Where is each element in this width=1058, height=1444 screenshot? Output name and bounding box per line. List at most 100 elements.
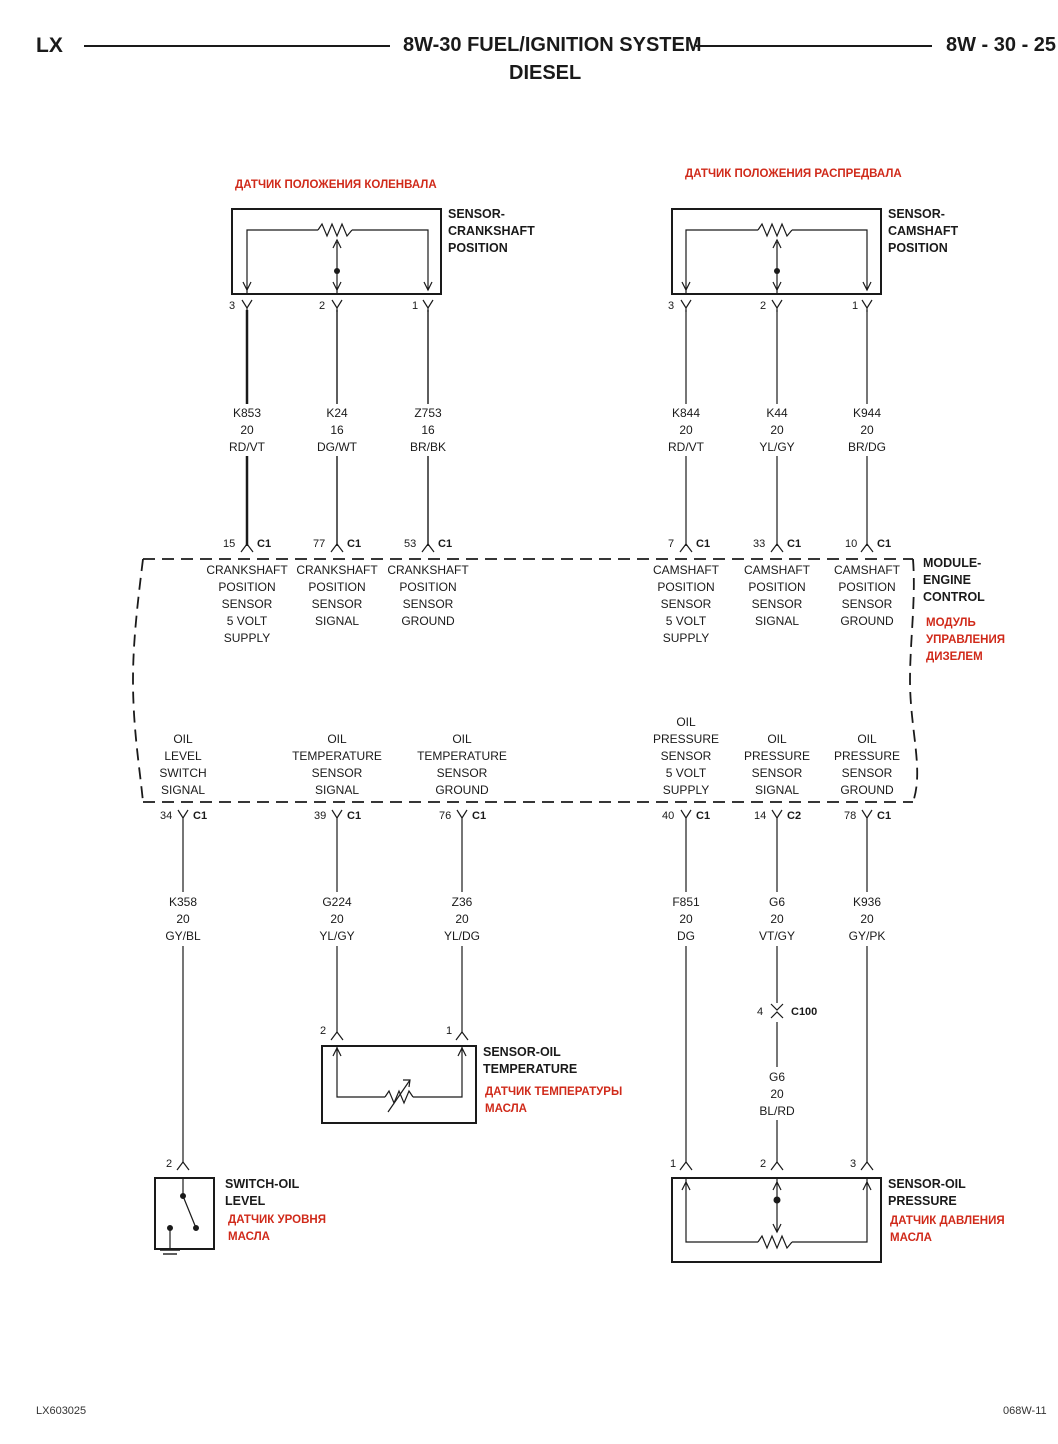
wire-color: RD/VT: [668, 440, 704, 454]
fn-line: SUPPLY: [223, 631, 271, 645]
fn-line: SENSOR: [660, 597, 712, 611]
oil-temp-ru-line: МАСЛА: [485, 1103, 527, 1115]
bottom-pcm-connectors: [177, 809, 873, 822]
camshaft-sensor-label: SENSOR- CAMSHAFT POSITION: [888, 206, 958, 257]
wire-color: BR/BK: [409, 440, 446, 454]
fn-line: SWITCH: [159, 766, 207, 780]
header-left: LX: [36, 34, 63, 57]
pcm-pin: 34: [160, 810, 173, 822]
fn-line: SIGNAL: [314, 614, 359, 628]
pcm-connector: C1: [347, 810, 362, 822]
crankshaft-sensor-symbol: [231, 208, 442, 295]
fn-line: SENSOR: [311, 597, 363, 611]
wire-color: VT/GY: [758, 929, 795, 943]
oil-level-label-line: SWITCH-OIL: [225, 1177, 300, 1191]
oil-temp-sensor-symbol: [321, 1031, 477, 1124]
fn-line: SENSOR: [402, 597, 454, 611]
fn-line: SENSOR: [841, 597, 893, 611]
crankshaft-label-line: CRANKSHAFT: [448, 224, 535, 238]
fn-line: SENSOR: [311, 766, 363, 780]
oil-pressure-label-line: PRESSURE: [888, 1194, 957, 1208]
wire-code: G6: [768, 895, 785, 909]
fn-line: GROUND: [435, 783, 489, 797]
oil-pressure-ru-line: ДАТЧИК ДАВЛЕНИЯ: [890, 1215, 1005, 1227]
wire-code: K44: [766, 406, 788, 420]
pcm-pin: 33: [753, 538, 766, 550]
module-label: MODULE- ENGINE CONTROL: [923, 555, 985, 606]
pcm-pin: 10: [845, 538, 858, 550]
fn-line: PRESSURE: [743, 749, 811, 763]
fn-line: GROUND: [840, 783, 894, 797]
crankshaft-sensor-ru-label: ДАТЧИК ПОЛОЖЕНИЯ КОЛЕНВАЛА: [235, 179, 437, 191]
oil-temp-ru-line: ДАТЧИК ТЕМПЕРАТУРЫ: [485, 1086, 623, 1098]
module-ru-line: ДИЗЕЛЕМ: [926, 651, 983, 663]
pcm-connector: C1: [877, 810, 892, 822]
fn-line: 5 VOLT: [665, 614, 707, 628]
fn-line: POSITION: [838, 580, 896, 594]
wire-gauge: 20: [770, 1087, 784, 1101]
pcm-pin: 76: [439, 810, 452, 822]
c100-inline-connector: [770, 1003, 784, 1019]
oil-level-ru-line: ДАТЧИК УРОВНЯ: [228, 1214, 327, 1226]
wire-color: YL/DG: [443, 929, 480, 943]
oil-pressure-ru-line: МАСЛА: [890, 1232, 932, 1244]
oil-level-ru-label: ДАТЧИК УРОВНЯ МАСЛА: [228, 1212, 326, 1246]
oil-level-switch-label: SWITCH-OIL LEVEL: [225, 1176, 299, 1210]
wire-gauge: 20: [176, 912, 190, 926]
wire-gauge: 20: [330, 912, 344, 926]
oil-level-switch-symbol: [154, 1161, 215, 1255]
header-subtitle: DIESEL: [509, 62, 582, 84]
wire-gauge: 20: [770, 912, 784, 926]
sensor-pin: 2: [760, 1158, 767, 1170]
wire-code: Z36: [451, 895, 473, 909]
wire-gauge: 20: [679, 423, 693, 437]
pcm-pin: 78: [844, 810, 857, 822]
camshaft-label-line: CAMSHAFT: [888, 224, 959, 238]
pcm-connector: C1: [438, 538, 453, 550]
sensor-pin: 3: [668, 300, 675, 312]
wire-gauge: 20: [679, 912, 693, 926]
crankshaft-label-line: POSITION: [448, 241, 508, 255]
wire-color: YL/GY: [759, 440, 795, 454]
wire-gauge: 16: [421, 423, 435, 437]
sensor-pin: 2: [760, 300, 767, 312]
wire-color: BR/DG: [847, 440, 886, 454]
wire-code: K844: [671, 406, 701, 420]
fn-line: CRANKSHAFT: [206, 563, 288, 577]
wire-code: K944: [852, 406, 882, 420]
fn-line: SIGNAL: [314, 783, 359, 797]
pcm-pin: 14: [754, 810, 767, 822]
pcm-connector: C1: [193, 810, 208, 822]
fn-line: OIL: [767, 732, 787, 746]
sensor-pin: 3: [850, 1158, 857, 1170]
module-ru-line: УПРАВЛЕНИЯ: [926, 634, 1005, 646]
wire-code: K24: [326, 406, 348, 420]
fn-line: OIL: [452, 732, 472, 746]
oil-temp-label-line: TEMPERATURE: [483, 1062, 578, 1076]
fn-line: OIL: [676, 715, 696, 729]
wire-gauge: 20: [240, 423, 254, 437]
pcm-pin: 53: [404, 538, 417, 550]
fn-line: SENSOR: [751, 766, 803, 780]
header-page-number: 8W - 30 - 25: [946, 34, 1057, 56]
module-label-line: MODULE-: [923, 556, 982, 570]
fn-line: OIL: [327, 732, 347, 746]
wire-code: F851: [672, 895, 700, 909]
pcm-connector: C1: [257, 538, 272, 550]
pcm-pin: 77: [313, 538, 326, 550]
wire-color: RD/VT: [229, 440, 265, 454]
header-title: 8W-30 FUEL/IGNITION SYSTEM: [403, 34, 702, 56]
sensor-pin: 1: [670, 1158, 677, 1170]
wire-color: DG/WT: [317, 440, 357, 454]
camshaft-sensor-symbol: [671, 208, 882, 295]
wire-code: Z753: [414, 406, 442, 420]
oil-pressure-ru-label: ДАТЧИК ДАВЛЕНИЯ МАСЛА: [890, 1213, 1005, 1247]
